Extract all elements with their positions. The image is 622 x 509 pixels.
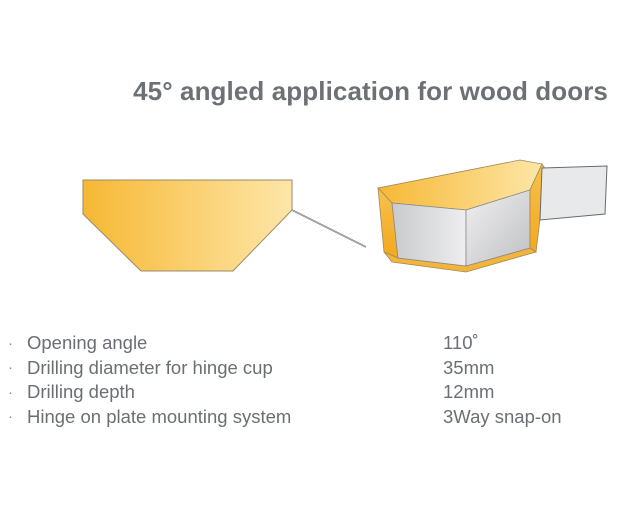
open-door-panel [539, 165, 608, 221]
bullet-icon: · [8, 334, 13, 352]
spec-value: 3Way snap-on [443, 405, 562, 427]
bullet-icon: · [8, 383, 13, 401]
spec-label: Opening angle [27, 332, 148, 354]
grey-panel-left [391, 202, 467, 267]
spec-row-drilling-depth: · Drilling depth 12mm [8, 380, 608, 405]
angled-door-illustration [82, 159, 608, 273]
top-view-diagram [82, 179, 367, 272]
spec-list: · Opening angle 110˚ · Drilling diameter… [8, 331, 608, 429]
spec-value: 110˚ [443, 332, 479, 354]
wood-cabinet-top-view [82, 179, 293, 272]
spec-label: Drilling depth [27, 381, 135, 403]
spec-label: Drilling diameter for hinge cup [27, 356, 273, 378]
bullet-icon: · [8, 359, 13, 377]
spec-value: 35mm [443, 356, 495, 378]
spec-row-drilling-diameter: · Drilling diameter for hinge cup 35mm [8, 356, 608, 381]
spec-row-opening-angle: · Opening angle 110˚ [8, 331, 608, 356]
spec-label: Hinge on plate mounting system [27, 405, 292, 427]
spec-value: 12mm [443, 381, 495, 403]
spec-row-mounting-system: · Hinge on plate mounting system 3Way sn… [8, 405, 608, 430]
page-title: 45° angled application for wood doors [133, 76, 608, 106]
perspective-diagram [377, 159, 608, 273]
bullet-icon: · [8, 408, 13, 426]
